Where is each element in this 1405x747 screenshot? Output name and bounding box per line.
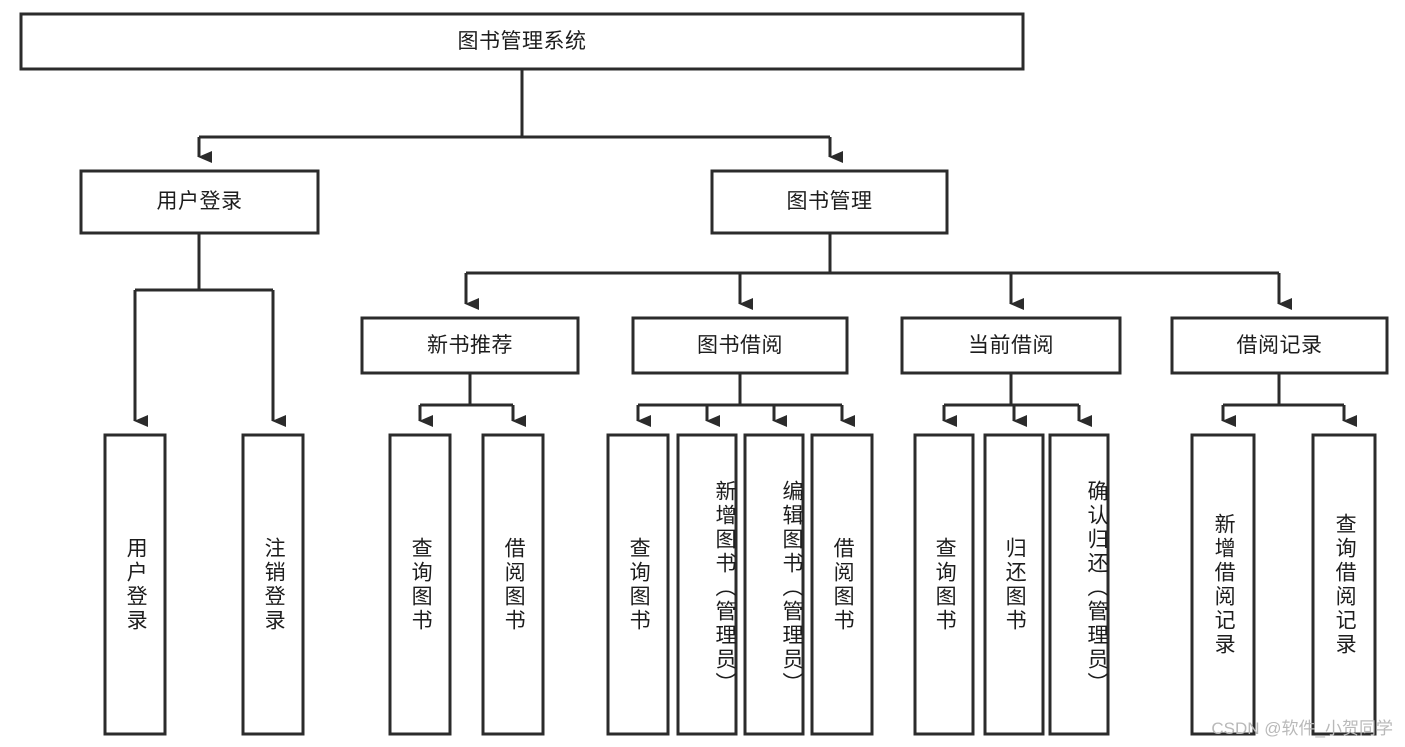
node-box-leaf-query-book-1[interactable] (388, 433, 452, 736)
watermark-text: CSDN @软件_小贺同学 (1211, 719, 1393, 738)
node-box-leaf-confirm-return[interactable] (1048, 433, 1110, 736)
node-box-root[interactable] (19, 12, 1025, 71)
node-box-user-login[interactable] (79, 169, 320, 235)
node-box-leaf-edit-book[interactable] (743, 433, 805, 736)
node-box-leaf-return-book[interactable] (983, 433, 1045, 736)
node-box-leaf-query-book-3[interactable] (913, 433, 975, 736)
node-box-current-borrow[interactable] (900, 316, 1122, 375)
node-box-book-manage[interactable] (710, 169, 949, 235)
node-box-leaf-borrow-book-2[interactable] (810, 433, 874, 736)
node-box-leaf-user-login[interactable] (103, 433, 167, 736)
node-box-borrow-record[interactable] (1170, 316, 1389, 375)
node-box-leaf-query-record[interactable] (1311, 433, 1377, 736)
node-box-new-book-recommend[interactable] (360, 316, 580, 375)
node-box-leaf-borrow-book-1[interactable] (481, 433, 545, 736)
node-box-leaf-user-logout[interactable] (241, 433, 305, 736)
node-box-book-borrow[interactable] (631, 316, 849, 375)
node-box-leaf-add-record[interactable] (1190, 433, 1256, 736)
node-box-leaf-add-book[interactable] (676, 433, 738, 736)
node-box-leaf-query-book-2[interactable] (606, 433, 670, 736)
